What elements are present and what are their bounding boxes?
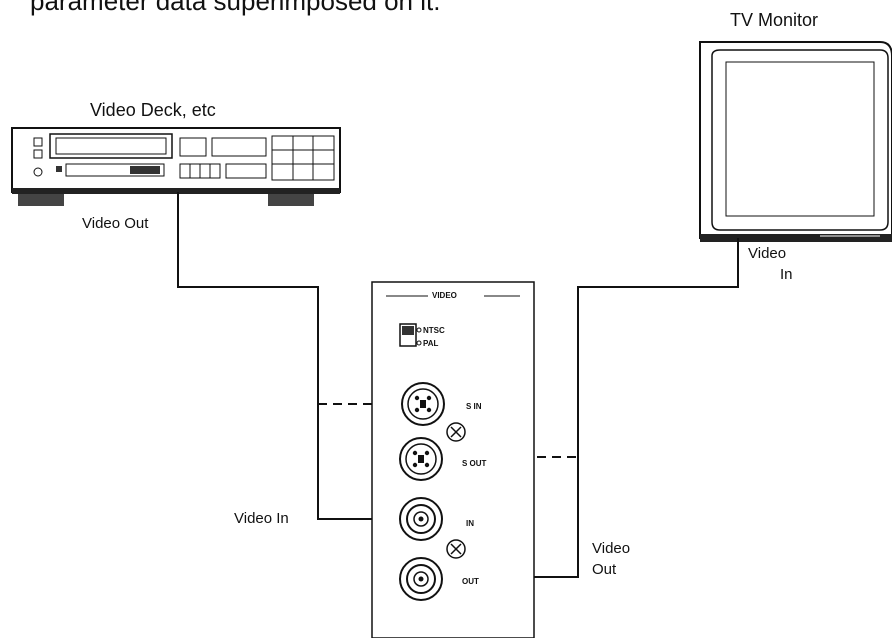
ntsc-label: NTSC [423, 326, 445, 335]
tv-video-in-label-line1: Video [748, 245, 787, 262]
deck-display [211, 137, 267, 157]
deck-foot-right [268, 194, 314, 206]
video-deck-title: Video Deck, etc [90, 100, 216, 120]
video-out-connection-label-line2: Out [592, 561, 617, 578]
cable-deck-to-video-in [177, 192, 405, 520]
s-out-jack [399, 437, 443, 481]
pal-indicator [416, 340, 422, 346]
tv-monitor-title: TV Monitor [730, 10, 819, 30]
caption-text: parameter data superimposed on it. [30, 0, 441, 16]
cassette-slot [49, 133, 173, 159]
ntsc-pal-switch [399, 323, 417, 347]
s-out-label: S OUT [462, 459, 487, 468]
screw-icon-lower [446, 539, 466, 559]
screw-icon-upper [446, 422, 466, 442]
video-out-connection-label-line1: Video [592, 540, 631, 557]
s-in-jack [401, 382, 445, 426]
video-out-jack-label: OUT [462, 577, 479, 586]
s-in-label: S IN [466, 402, 482, 411]
video-in-jack [399, 497, 443, 541]
deck-video-out-label: Video Out [82, 215, 149, 232]
tv-monitor [699, 41, 892, 242]
pal-label: PAL [423, 339, 439, 348]
video-in-connection-label: Video In [234, 510, 289, 527]
tv-screen [711, 49, 889, 231]
ntsc-indicator [416, 327, 422, 333]
video-panel [371, 281, 535, 638]
tv-video-in-label-line2: In [780, 266, 793, 283]
video-out-jack [399, 557, 443, 601]
video-deck [11, 127, 341, 206]
panel-header: VIDEO [432, 291, 457, 300]
deck-foot-left [18, 194, 64, 206]
video-in-jack-label: IN [466, 519, 474, 528]
